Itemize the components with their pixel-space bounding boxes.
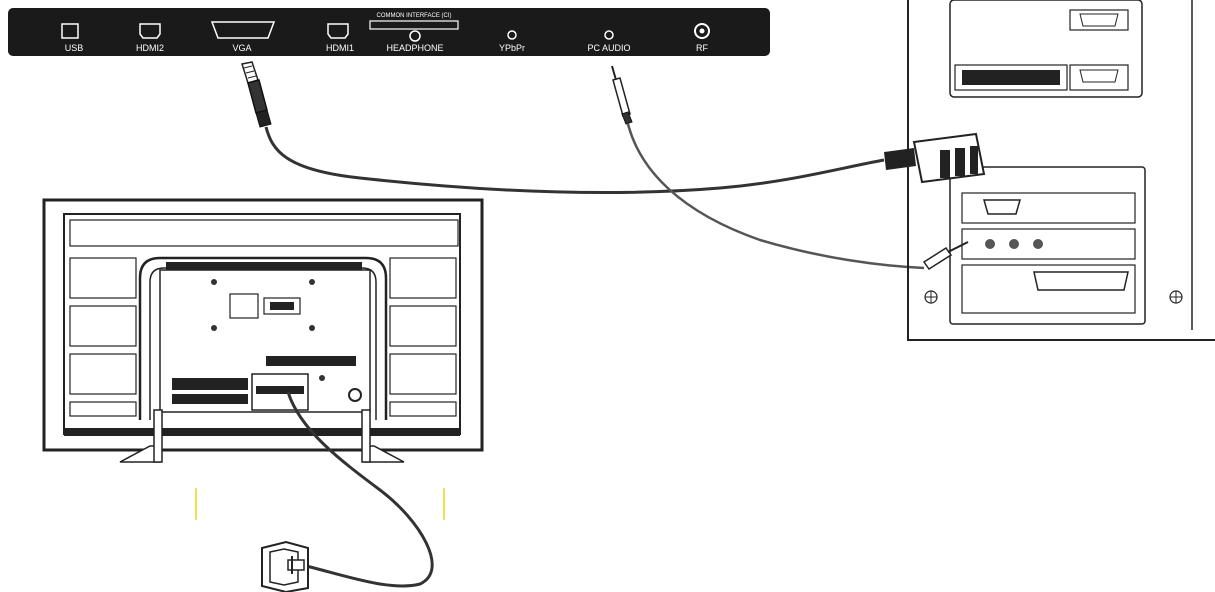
usb-port-icon	[61, 23, 79, 39]
headphone-label: HEADPHONE	[386, 43, 443, 53]
tv-rear	[42, 198, 484, 463]
power-outlet-icon	[261, 540, 309, 592]
vga-port-icon	[210, 21, 276, 39]
connector-panel: USB HDMI2 VGA HDMI1 COMMON INTERFACE (CI…	[8, 8, 770, 56]
ci-label: COMMON INTERFACE (CI)	[377, 13, 452, 19]
audio-plug-pc-icon	[922, 241, 969, 271]
audio-plug-icon	[611, 65, 633, 125]
ypbpr-jack-icon	[507, 30, 517, 40]
hdmi-port-icon	[139, 23, 161, 39]
rf-jack-icon	[694, 23, 710, 39]
rf-label: RF	[696, 43, 708, 53]
hdmi-port-icon	[327, 23, 349, 39]
vga-plug-pc-icon	[884, 132, 986, 184]
ypbpr-label: YPbPr	[499, 43, 525, 53]
headphone-jack-icon	[409, 30, 421, 42]
pc-audio-jack-icon	[604, 30, 614, 40]
usb-label: USB	[65, 43, 84, 53]
pc-audio-label: PC AUDIO	[587, 43, 630, 53]
hdmi2-label: HDMI2	[136, 43, 164, 53]
ci-slot-icon	[369, 20, 459, 30]
hdmi1-label: HDMI1	[326, 43, 354, 53]
vga-label: VGA	[232, 43, 251, 53]
vga-plug-icon	[241, 61, 272, 128]
audio-cable	[626, 123, 925, 270]
power-cable	[286, 391, 434, 588]
vga-cable	[264, 126, 885, 195]
